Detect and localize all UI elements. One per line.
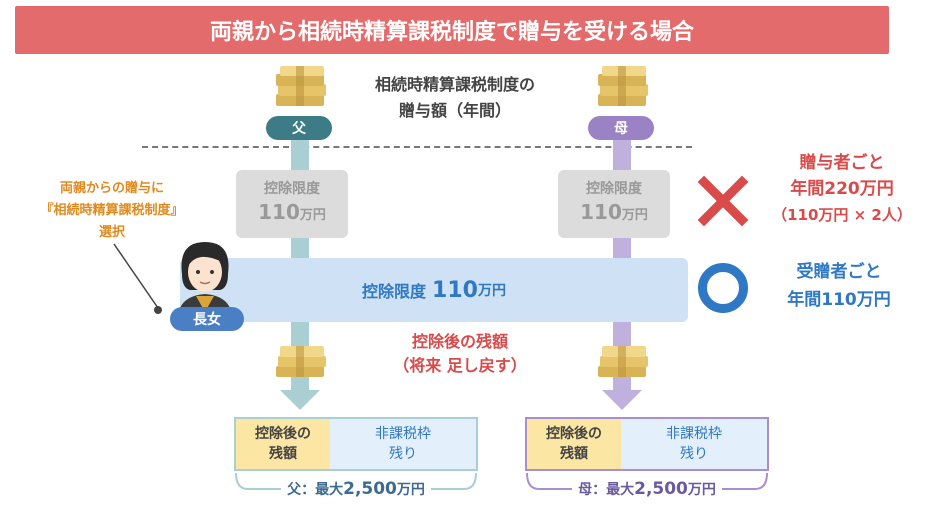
- election-line-2: 『相続時精算課税制度』: [40, 203, 184, 218]
- max-unit: 万円: [396, 482, 425, 498]
- pointer-line: [100, 240, 170, 320]
- father-arrow-down-icon: [280, 390, 320, 410]
- election-note: 両親からの贈与に 『相続時精算課税制度』 選択: [0, 178, 224, 244]
- header-line-1: 相続時精算課税制度の: [374, 75, 535, 94]
- cell-line-2: 残額: [269, 446, 297, 462]
- mother-max-label: 母：最大2,500万円: [525, 479, 769, 499]
- money-stack-icon: [274, 64, 328, 110]
- remaining-exemption-cell: 非課税枠 残り: [621, 419, 767, 469]
- per-donor-line-3: （110万円 × 2人）: [772, 206, 912, 224]
- remaining-after-deduction-cell: 控除後の 残額: [236, 419, 330, 469]
- remaining-exemption-cell: 非課税枠 残り: [330, 419, 476, 469]
- max-prefix: 父：最大: [287, 482, 344, 498]
- max-unit: 万円: [687, 482, 716, 498]
- mother-deduction-box: 控除限度 110万円: [558, 170, 670, 238]
- deduction-label: 控除限度: [586, 181, 642, 197]
- daughter-label: 長女: [170, 307, 244, 331]
- father-result-box: 控除後の 残額 非課税枠 残り: [234, 417, 478, 471]
- diagram-title: 両親から相続時精算課税制度で贈与を受ける場合: [15, 6, 889, 54]
- mother-flow-stem: [613, 140, 631, 170]
- cell-line-1: 控除後の: [546, 426, 602, 442]
- circle-mark-icon: [698, 263, 748, 313]
- mother-flow-stem: [613, 238, 631, 258]
- per-recipient-line-1: 受贈者ごと: [796, 262, 882, 282]
- band-label: 控除限度: [362, 282, 427, 301]
- money-stack-icon: [596, 64, 650, 110]
- deduction-amount: 110: [580, 200, 622, 224]
- cell-line-2: 残り: [680, 446, 708, 462]
- divider-dashed-line: [142, 146, 692, 148]
- band-amount: 110: [432, 277, 478, 303]
- remaining-after-deduction-cell: 控除後の 残額: [527, 419, 621, 469]
- band-unit: 万円: [477, 283, 506, 299]
- father-deduction-box: 控除限度 110万円: [236, 170, 348, 238]
- money-stack-icon: [596, 340, 650, 380]
- daughter-avatar: [168, 238, 242, 316]
- mother-label: 母: [588, 116, 654, 140]
- recipient-deduction-band: 控除限度 110 万円: [180, 258, 688, 322]
- remainder-line-2: （将来 足し戻す）: [393, 356, 527, 375]
- mother-arrow-down-icon: [602, 390, 642, 410]
- cross-mark-icon: [696, 174, 750, 228]
- father-label: 父: [266, 116, 332, 140]
- election-line-1: 両親からの贈与に: [59, 181, 164, 196]
- per-donor-line-1: 贈与者ごと: [799, 153, 885, 173]
- per-recipient-note: 受贈者ごと 年間110万円: [764, 258, 914, 314]
- max-amount: 2,500: [343, 479, 397, 499]
- election-line-3: 選択: [98, 225, 125, 240]
- deduction-amount: 110: [258, 200, 300, 224]
- header-line-2: 贈与額（年間）: [398, 101, 511, 120]
- father-max-label: 父：最大2,500万円: [234, 479, 478, 499]
- cell-line-1: 非課税枠: [375, 426, 431, 442]
- cell-line-2: 残り: [389, 446, 417, 462]
- header-label: 相続時精算課税制度の 贈与額（年間）: [320, 72, 590, 124]
- father-flow-stem: [291, 140, 309, 170]
- deduction-unit: 万円: [299, 208, 326, 223]
- max-prefix: 母：最大: [578, 482, 635, 498]
- deduction-unit: 万円: [621, 208, 648, 223]
- remainder-note: 控除後の残額 （将来 足し戻す）: [360, 330, 560, 378]
- cell-line-2: 残額: [560, 446, 588, 462]
- mother-result-box: 控除後の 残額 非課税枠 残り: [525, 417, 769, 471]
- cell-line-1: 控除後の: [255, 426, 311, 442]
- per-recipient-line-2: 年間110万円: [787, 290, 891, 310]
- deduction-label: 控除限度: [264, 181, 320, 197]
- father-flow-stem: [291, 238, 309, 258]
- per-donor-line-2: 年間220万円: [790, 179, 894, 199]
- per-donor-note: 贈与者ごと 年間220万円 （110万円 × 2人）: [758, 150, 926, 228]
- money-stack-icon: [274, 340, 328, 380]
- cell-line-1: 非課税枠: [666, 426, 722, 442]
- max-amount: 2,500: [634, 479, 688, 499]
- remainder-line-1: 控除後の残額: [411, 332, 508, 351]
